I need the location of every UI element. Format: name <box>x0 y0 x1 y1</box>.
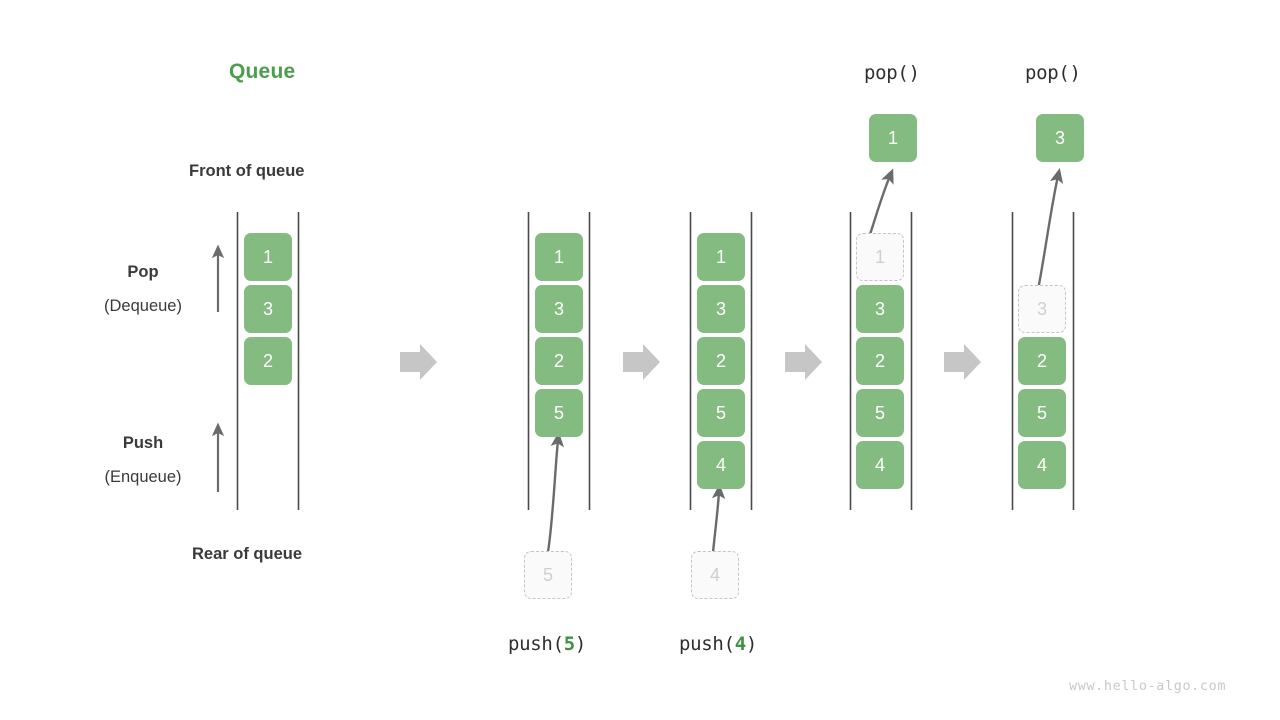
queue-element: 3 <box>697 285 745 333</box>
caption-value: 5 <box>563 633 575 655</box>
push-arrow-4 <box>711 483 726 553</box>
transition-arrow-4 <box>944 344 981 380</box>
queue-element: 3 <box>244 285 292 333</box>
queue-element: 2 <box>697 337 745 385</box>
dequeue-label: (Dequeue) <box>104 297 182 315</box>
vacated-ghost-box: 1 <box>856 233 904 281</box>
queue-element: 5 <box>856 389 904 437</box>
stage-caption-push-5: push(5) <box>508 633 586 655</box>
incoming-ghost-box: 4 <box>691 551 739 599</box>
queue-element: 5 <box>1018 389 1066 437</box>
caption-open: ( <box>552 633 564 655</box>
pop-arrow-3 <box>1034 168 1064 301</box>
queue-element: 2 <box>1018 337 1066 385</box>
pop-label: Pop <box>127 263 159 281</box>
queue-element: 3 <box>856 285 904 333</box>
queue-element: 4 <box>697 441 745 489</box>
transition-arrow-3 <box>785 344 822 380</box>
stage-top-label-pop-3: pop() <box>1025 62 1081 84</box>
front-of-queue-label: Front of queue <box>189 162 305 180</box>
caption-fn: push <box>679 633 724 655</box>
diagram-title: Queue <box>229 60 296 83</box>
queue-element: 4 <box>856 441 904 489</box>
queue-element: 2 <box>244 337 292 385</box>
queue-element: 5 <box>697 389 745 437</box>
stage-caption-push-4: push(4) <box>679 633 757 655</box>
push-label: Push <box>122 434 164 452</box>
transition-arrow-2 <box>623 344 660 380</box>
popped-element: 1 <box>869 114 917 162</box>
queue-element: 1 <box>535 233 583 281</box>
queue-element: 2 <box>856 337 904 385</box>
stage-top-label-pop-1: pop() <box>864 62 920 84</box>
watermark: www.hello-algo.com <box>1069 678 1227 694</box>
incoming-ghost-box: 5 <box>524 551 572 599</box>
queue-element: 2 <box>535 337 583 385</box>
push-arrow-5 <box>546 431 565 553</box>
queue-element: 3 <box>535 285 583 333</box>
queue-element: 1 <box>697 233 745 281</box>
caption-open: ( <box>723 633 735 655</box>
caption-fn: push <box>508 633 553 655</box>
caption-close: ) <box>745 633 757 655</box>
queue-element: 1 <box>244 233 292 281</box>
enqueue-label: (Enqueue) <box>104 468 182 486</box>
caption-close: ) <box>574 633 586 655</box>
queue-element: 5 <box>535 389 583 437</box>
transition-arrow-1 <box>400 344 437 380</box>
caption-value: 4 <box>734 633 746 655</box>
queue-element: 4 <box>1018 441 1066 489</box>
popped-element: 3 <box>1036 114 1084 162</box>
rear-of-queue-label: Rear of queue <box>192 545 303 563</box>
vacated-ghost-box: 3 <box>1018 285 1066 333</box>
